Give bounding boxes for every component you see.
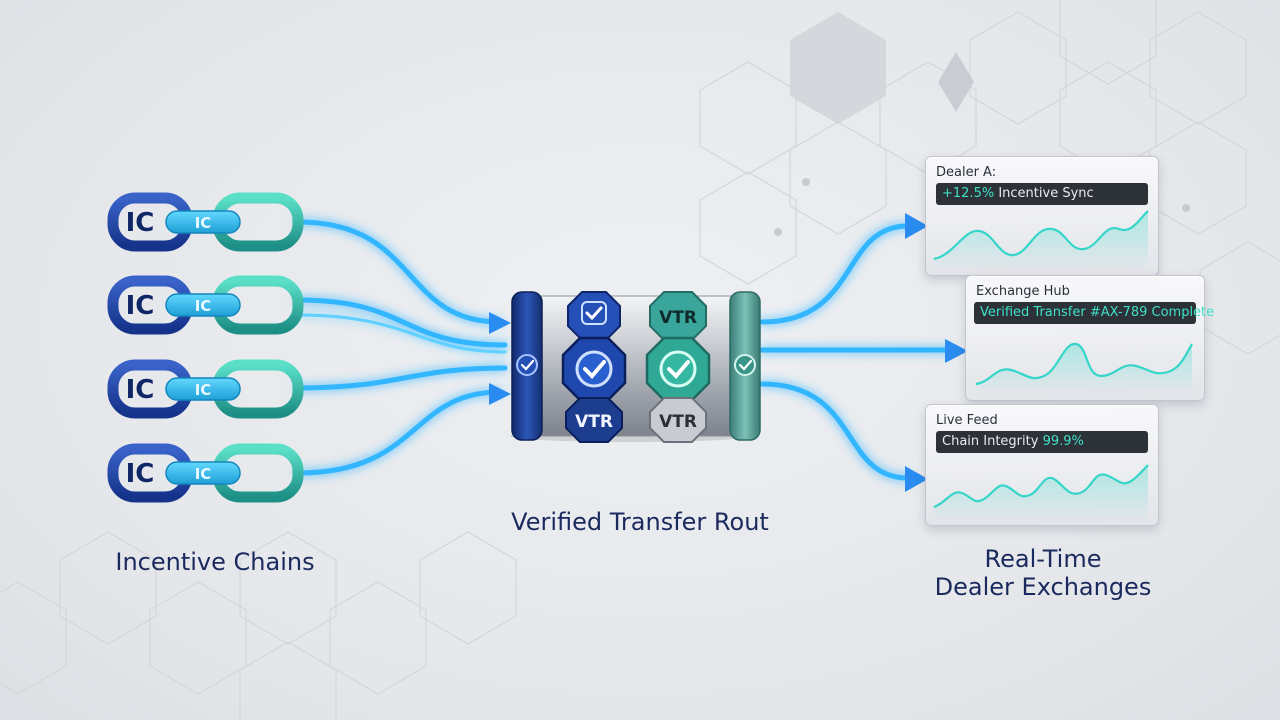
arrow-head-1 [489,312,511,334]
panel-highlight: Verified Transfer #AX-789 Complete [980,305,1215,320]
badge-vtr-gray-bottom: VTR [649,397,707,443]
sparkline-chart [933,464,1149,521]
sparkline-chart [975,342,1193,394]
flow-line-2 [295,297,508,348]
arrow-head-3 [905,213,928,239]
flow-line-1 [295,219,503,325]
dealer-exchanges-label-line2: Dealer Exchanges [934,573,1152,601]
arrow-head-2 [489,383,511,405]
chain-row: IC IC [107,192,304,252]
output-flow-lines [759,223,953,481]
badge-large-check-navy-icon [561,336,627,402]
badge-vtr-navy-bottom: VTR [565,397,623,443]
panel-status-bar: Chain Integrity 99.9% [936,431,1148,453]
output-line-3 [759,381,911,481]
panel-highlight: 99.9% [1042,434,1084,449]
router-left-check-icon [516,354,538,376]
panel-status-text: Incentive Sync [994,186,1094,201]
dealer-exchanges-label: Real-Time Dealer Exchanges [910,545,1176,601]
incentive-chains: IC IC IC IC IC IC IC IC [107,192,304,503]
flow-line-3 [295,365,508,391]
dealer-a-panel: Dealer A: +12.5% Incentive Sync [925,156,1159,276]
router-right-check-icon [734,354,756,376]
output-line-1 [759,223,911,325]
sparkline-chart [933,210,1149,271]
verified-transfer-router: VTR VTR VTR [510,291,761,443]
badge-vtr-label: VTR [659,308,697,328]
chain-small-label: IC [195,214,212,232]
chain-link-cyan [165,377,241,401]
input-arrows [489,312,511,405]
panel-title: Exchange Hub [976,284,1070,299]
exchange-hub-panel: Exchange Hub Verified Transfer #AX-789 C… [965,275,1214,401]
output-arrows [905,213,968,492]
chain-link-cyan [165,210,241,234]
badge-vtr-label: VTR [575,412,613,432]
flow-line-2b [296,313,507,354]
incentive-chains-label: Incentive Chains [115,548,315,576]
badge-vtr-teal-top: VTR [649,291,707,341]
arrow-head-5 [905,466,928,492]
chain-big-label: IC [126,291,155,321]
panel-status-bar: Verified Transfer #AX-789 Complete [974,302,1214,324]
chain-link-cyan [165,293,241,317]
chain-big-label: IC [126,208,155,238]
panel-status-bar: +12.5% Incentive Sync [936,183,1148,205]
badge-small-check-navy-icon [567,291,621,341]
chain-row: IC IC [107,443,304,503]
verified-transfer-router-label: Verified Transfer Rout [511,508,769,536]
chain-link-cyan [165,461,241,485]
panel-highlight: +12.5% [942,186,995,201]
panel-status-text: Chain Integrity [942,434,1043,449]
dealer-exchanges-label-line1: Real-Time [984,545,1102,573]
chain-big-label: IC [126,375,155,405]
chain-big-label: IC [126,459,155,489]
panel-title: Live Feed [936,413,998,428]
chain-row: IC IC [107,359,304,419]
panel-title: Dealer A: [936,165,997,180]
chain-row: IC IC [107,275,304,335]
live-feed-panel: Live Feed Chain Integrity 99.9% [925,404,1159,526]
chain-small-label: IC [195,297,212,315]
badge-large-check-teal-icon [645,336,711,402]
input-flow-lines [295,219,508,476]
chain-small-label: IC [195,465,212,483]
arrow-head-4 [945,339,968,363]
hex-nodes [774,178,1190,236]
chain-small-label: IC [195,381,212,399]
flow-line-4 [295,389,503,476]
badge-vtr-label: VTR [659,412,697,432]
diamond-decoration [938,52,974,112]
